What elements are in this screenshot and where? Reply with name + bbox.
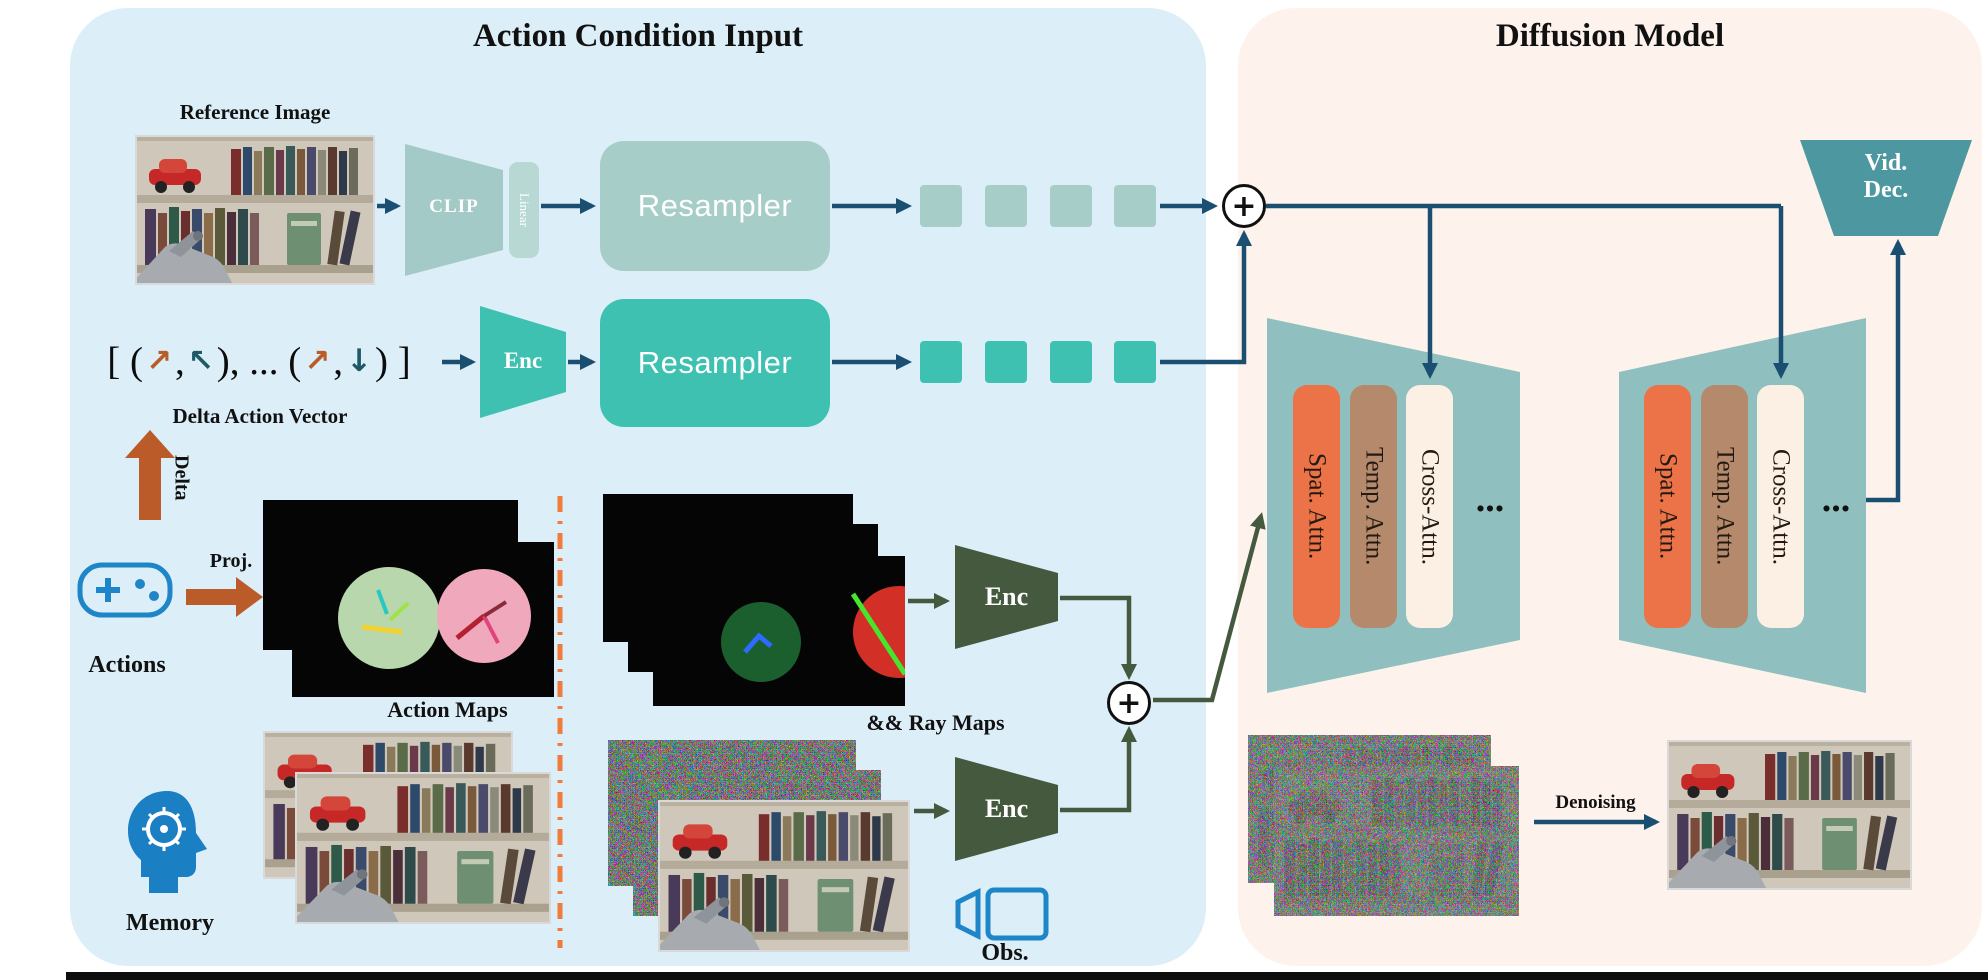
image-token xyxy=(985,185,1027,227)
unet2-cross-attn-bar: Cross-Attn. xyxy=(1757,385,1804,628)
reference-image-label: Reference Image xyxy=(179,100,331,124)
action-token xyxy=(985,341,1027,383)
action-token xyxy=(1050,341,1092,383)
unet2-temporal-attn-bar: Temp. Attn. xyxy=(1701,385,1748,628)
vector-middle: ), ... ( xyxy=(216,339,302,383)
vector-arrow-2: ↖ xyxy=(187,343,214,379)
obs-label: Obs. xyxy=(981,940,1029,966)
page-edge-bar xyxy=(66,972,1988,980)
image-resampler: Resampler xyxy=(600,141,830,271)
vector-close-bracket: ) ] xyxy=(374,339,411,383)
vector-arrow-4: ↓ xyxy=(345,343,372,379)
video-decoder-label: Vid. Dec. xyxy=(1826,150,1946,204)
maps-enc-label: Enc xyxy=(984,582,1029,611)
clip-label: CLIP xyxy=(429,196,479,217)
vector-arrow-1: ↗ xyxy=(146,343,173,379)
action-resampler: Resampler xyxy=(600,299,830,427)
obs-enc-label: Enc xyxy=(984,794,1029,823)
vector-comma-2: , xyxy=(333,339,343,383)
vid-dec-line2: Dec. xyxy=(1863,177,1909,203)
proj-label: Proj. xyxy=(209,550,253,572)
delta-arrow-label: Delta xyxy=(170,455,193,501)
denoising-label: Denoising xyxy=(1555,792,1636,813)
linear-projection: Linear xyxy=(509,162,539,258)
actions-label: Actions xyxy=(88,652,166,678)
action-enc-label: Enc xyxy=(503,348,543,373)
vector-open-bracket: [ ( xyxy=(107,339,144,383)
ray-maps-label: && Ray Maps xyxy=(866,710,1005,735)
right-panel-title: Diffusion Model xyxy=(1495,18,1725,54)
vid-dec-line1: Vid. xyxy=(1864,150,1908,176)
sum-node-bottom: + xyxy=(1107,681,1151,725)
action-token xyxy=(920,341,962,383)
unet1-spatial-attn-bar: Spat. Attn. xyxy=(1293,385,1340,628)
image-token xyxy=(920,185,962,227)
unet2-ellipsis: ... xyxy=(1821,478,1851,520)
vector-arrow-3: ↗ xyxy=(304,343,331,379)
linear-label: Linear xyxy=(517,193,532,227)
delta-action-vector-expression: [ ( ↗ , ↖ ), ... ( ↗ , ↓ ) ] xyxy=(75,328,443,394)
delta-action-vector-label: Delta Action Vector xyxy=(172,404,348,428)
memory-label: Memory xyxy=(126,910,214,936)
left-panel-title: Action Condition Input xyxy=(472,18,804,54)
unet1-temporal-attn-bar: Temp. Attn. xyxy=(1350,385,1397,628)
unet1-cross-attn-bar: Cross-Attn. xyxy=(1406,385,1453,628)
action-token xyxy=(1114,341,1156,383)
unet2-spatial-attn-bar: Spat. Attn. xyxy=(1644,385,1691,628)
image-token xyxy=(1114,185,1156,227)
sum-node-top: + xyxy=(1222,184,1266,228)
vector-comma-1: , xyxy=(175,339,185,383)
unet1-ellipsis: ... xyxy=(1475,478,1505,520)
image-token xyxy=(1050,185,1092,227)
action-maps-label: Action Maps xyxy=(387,697,508,722)
